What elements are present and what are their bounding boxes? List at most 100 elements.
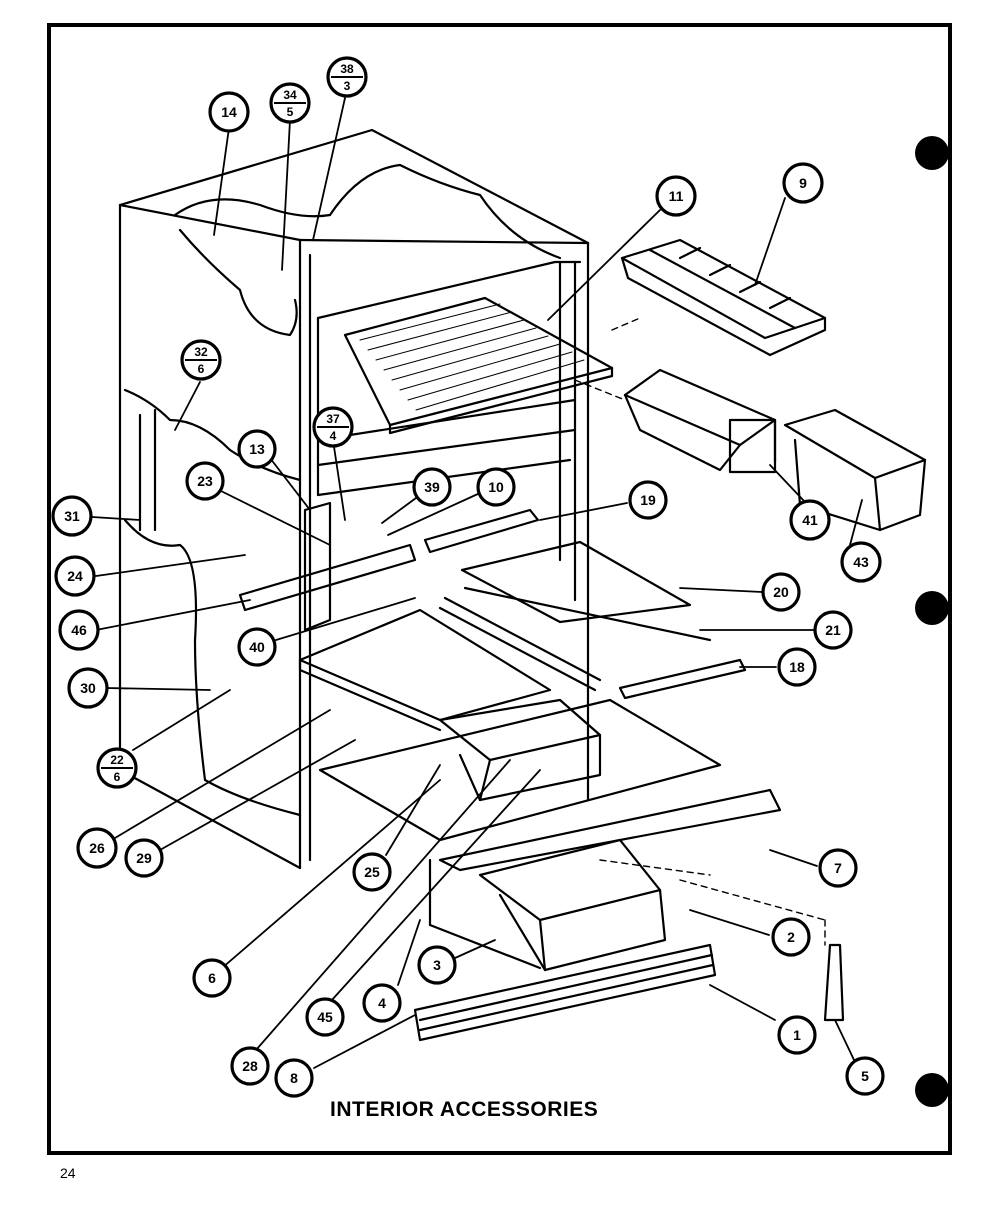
callout-circle [628,480,668,520]
callout-number: 41 [802,512,818,528]
callout-number: 34 [283,88,297,102]
callout-4: 4 [362,983,402,1023]
callout-number: 46 [71,622,87,638]
callout-number: 5 [861,1068,869,1084]
callout-41: 41 [789,499,831,541]
callout-number: 3 [433,957,441,973]
callout-number: 24 [67,568,83,584]
shelf-trim-strip [618,658,747,700]
shelf-rails [238,501,712,692]
callout-circle [840,541,882,583]
callout-circle [813,610,853,650]
glass-shelf-upper [460,540,692,624]
callout-45: 45 [305,997,345,1037]
callout-6: 6 [192,958,232,998]
callout-19: 19 [628,480,668,520]
callout-28: 28 [230,1046,270,1086]
callout-circle [230,1046,270,1086]
callout-quantity: 5 [287,105,294,119]
callout-circle [771,917,811,957]
callout-circle [362,983,402,1023]
callout-circle [818,848,858,888]
callout-number: 26 [89,840,105,856]
meat-pan-drawer [438,698,602,802]
callout-9: 9 [782,162,824,204]
callout-number: 40 [249,639,265,655]
callout-number: 43 [853,554,869,570]
callout-number: 38 [340,62,354,76]
callout-circle [237,429,277,469]
callout-circle [352,852,392,892]
callout-13: 13 [237,429,277,469]
callout-number: 39 [424,479,440,495]
callout-circle [67,667,109,709]
callout-circle [185,461,225,501]
callout-number: 37 [326,412,340,426]
callout-number: 4 [378,995,386,1011]
callout-number: 1 [793,1027,801,1043]
callout-quantity: 6 [114,770,121,784]
callout-number: 9 [799,175,807,191]
callout-quantity: 6 [198,362,205,376]
callout-circle [58,609,100,651]
callout-39: 39 [412,467,452,507]
callout-8: 8 [274,1058,314,1098]
glass-shelf-lower [298,608,552,732]
callout-number: 6 [208,970,216,986]
freezer-wire-shelf [343,296,614,435]
callout-34-5: 345 [269,82,311,124]
ice-storage-bin [783,408,927,532]
callout-circle [124,838,164,878]
callout-20: 20 [761,572,801,612]
callout-number: 23 [197,473,213,489]
binder-hole-top [915,136,949,170]
callout-number: 2 [787,929,795,945]
callout-7: 7 [818,848,858,888]
callout-quantity: 3 [344,79,351,93]
callout-30: 30 [67,667,109,709]
leader-lines [91,97,863,1069]
cabinet-outline [118,128,590,870]
callout-circle [655,175,697,217]
callout-number: 29 [136,850,152,866]
callout-circle [192,958,232,998]
callout-5: 5 [845,1056,885,1096]
callout-46: 46 [58,609,100,651]
callout-circle [305,997,345,1037]
callout-number: 13 [249,441,265,457]
alignment-guides [574,317,826,946]
freezer-compartment [316,260,582,602]
callout-number: 28 [242,1058,258,1074]
callout-circle [476,467,516,507]
callout-number: 18 [789,659,805,675]
callout-37-4: 374 [312,406,354,448]
base-grille [413,943,717,1042]
callout-10: 10 [476,467,516,507]
callout-circle [777,647,817,687]
callout-38-3: 383 [326,56,368,98]
callout-25: 25 [352,852,392,892]
callout-29: 29 [124,838,164,878]
callout-11: 11 [655,175,697,217]
callout-18: 18 [777,647,817,687]
callout-number: 10 [488,479,504,495]
binder-hole-middle [915,591,949,625]
callout-22-6: 226 [96,747,138,789]
ice-cube-tray [620,238,827,357]
callout-number: 45 [317,1009,333,1025]
callout-circle [761,572,801,612]
callout-1: 1 [777,1015,817,1055]
callout-14: 14 [208,91,250,133]
callout-circle [76,827,118,869]
callout-2: 2 [771,917,811,957]
callout-circle [777,1015,817,1055]
callout-circle [208,91,250,133]
callout-23: 23 [185,461,225,501]
callout-32-6: 326 [180,339,222,381]
callout-number: 32 [194,345,208,359]
callout-31: 31 [51,495,93,537]
callout-number: 11 [669,188,684,204]
callout-circle [782,162,824,204]
